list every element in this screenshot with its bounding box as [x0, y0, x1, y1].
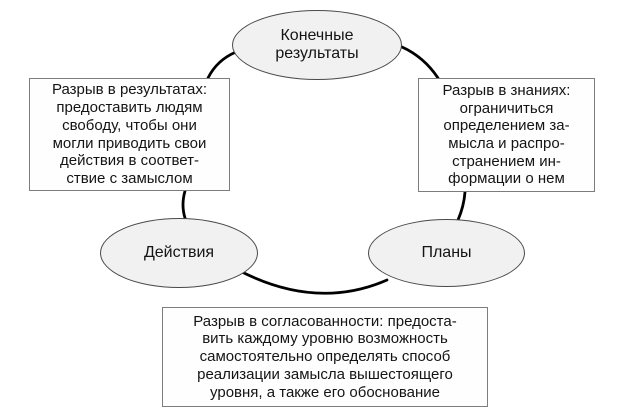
node-actions-label: Действия	[143, 243, 215, 261]
node-actions: Действия	[100, 218, 258, 288]
node-final-results: Конечные результаты	[232, 10, 402, 80]
arc-final-results-to-results-gap	[206, 50, 238, 80]
callout-results-gap: Разрыв в результатах: предоставить людям…	[29, 78, 230, 191]
callout-results-gap-text: Разрыв в результатах: предоставить людям…	[51, 81, 207, 187]
callout-knowledge-gap-text: Разрыв в знаниях: ограничиться определен…	[442, 81, 571, 188]
callout-alignment-gap: Разрыв в согласованности: предоста- вить…	[162, 307, 488, 407]
arc-final-results-to-knowledge-gap	[400, 45, 440, 80]
node-plans: Планы	[368, 219, 525, 287]
arc-actions-to-plans	[240, 270, 389, 295]
callout-knowledge-gap: Разрыв в знаниях: ограничиться определен…	[418, 78, 595, 192]
callout-alignment-gap-text: Разрыв в согласованности: предоста- вить…	[193, 312, 457, 401]
node-plans-label: Планы	[421, 243, 472, 261]
arc-knowledge-gap-to-plans	[456, 190, 467, 222]
arc-results-gap-to-actions	[181, 189, 187, 220]
node-final-results-label: Конечные результаты	[275, 26, 359, 62]
